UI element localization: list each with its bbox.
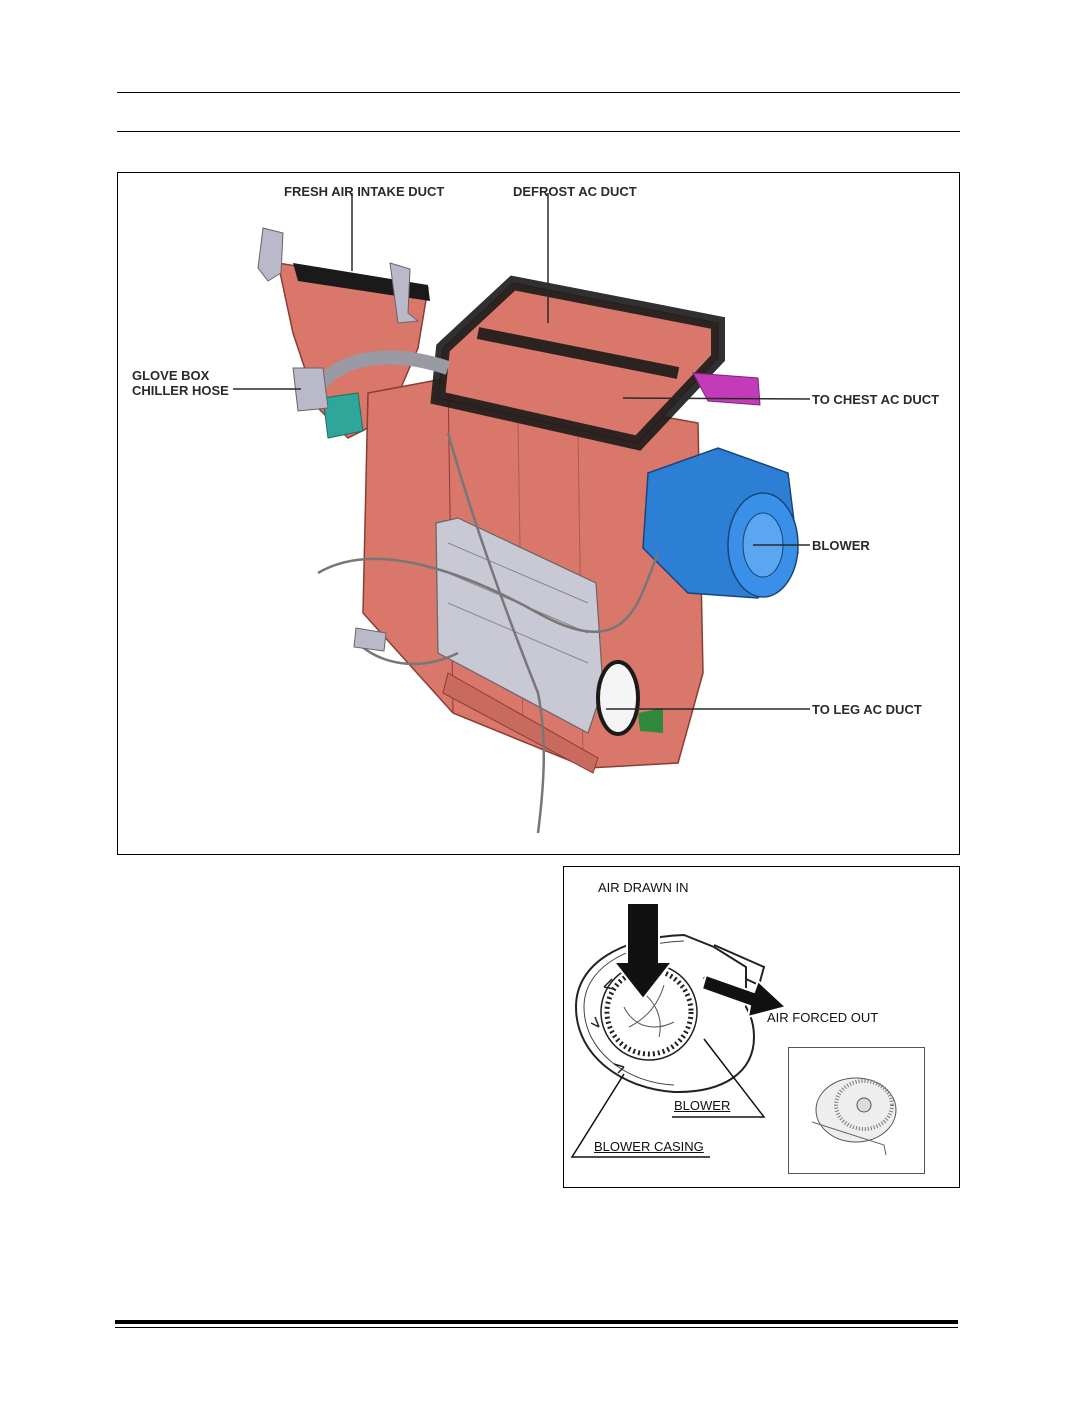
label-blower: BLOWER: [812, 538, 870, 553]
label-blower-casing: BLOWER CASING: [594, 1139, 704, 1154]
label-glove-box: GLOVE BOX: [132, 368, 210, 383]
footer-rule-thin: [115, 1327, 958, 1328]
label-blower-diagram: BLOWER: [674, 1098, 731, 1113]
label-air-drawn-in: AIR DRAWN IN: [598, 880, 689, 895]
label-to-leg-ac-duct: TO LEG AC DUCT: [812, 702, 922, 717]
label-fresh-air-intake-duct: FRESH AIR INTAKE DUCT: [284, 184, 445, 199]
label-to-chest-ac-duct: TO CHEST AC DUCT: [812, 392, 940, 407]
header-rule-top: [117, 92, 960, 93]
hvac-unit-figure: FRESH AIR INTAKE DUCT DEFROST AC DUCT GL…: [117, 172, 960, 855]
label-defrost-ac-duct: DEFROST AC DUCT: [513, 184, 637, 199]
hvac-unit-illustration: [233, 193, 811, 834]
header-rule-bottom: [117, 131, 960, 132]
label-chiller-hose: CHILLER HOSE: [132, 383, 229, 398]
blower-airflow-illustration: [570, 902, 897, 1158]
footer-rule-thick: [115, 1320, 958, 1324]
label-air-forced-out: AIR FORCED OUT: [767, 1010, 879, 1025]
blower-airflow-figure: AIR DRAWN IN AIR FORCED OUT BLOWER BLOWE…: [563, 866, 960, 1188]
blower-photo-inset: [788, 1047, 925, 1174]
